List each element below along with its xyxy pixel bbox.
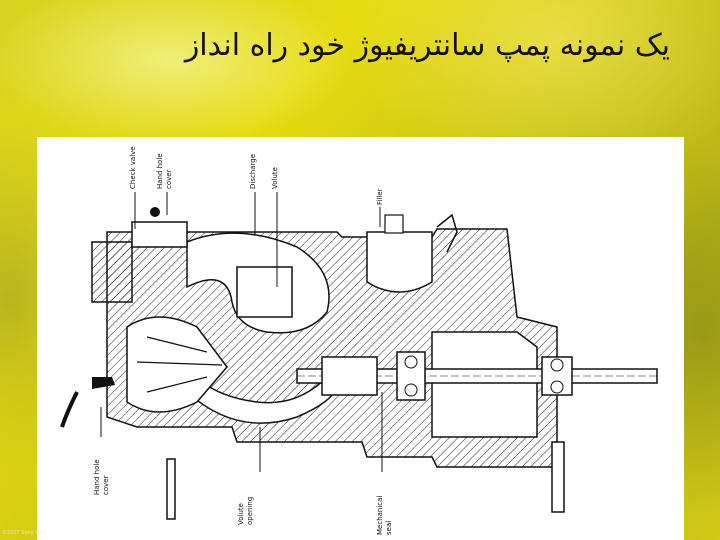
label-volute-opening-1: Volute (237, 503, 245, 525)
leader-lines (100, 192, 383, 472)
label-volute-opening-2: opening (246, 497, 254, 525)
label-discharge: Discharge (249, 154, 257, 189)
label-hand-hole-cover-bottom-2: cover (102, 475, 110, 495)
label-hand-hole-cover-top-2: cover (165, 169, 173, 189)
label-mechanical-seal-2: seal (385, 521, 393, 535)
pump-cross-section-panel: Check valve Hand hole cover Discharge Vo… (37, 137, 684, 540)
pump-cross-section-drawing: Check valve Hand hole cover Discharge Vo… (60, 146, 658, 535)
shaft (296, 351, 658, 401)
slide-title: یک نمونه پمپ سانتریفیوژ خود راه انداز (184, 28, 670, 63)
slide-footer: ©2007 Sony Co (2, 530, 42, 536)
label-check-valve: Check valve (129, 146, 137, 189)
label-mechanical-seal-1: Mechanical (376, 496, 384, 535)
label-volute: Volute (271, 167, 279, 189)
label-hand-hole-cover-bottom-1: Hand hole (93, 459, 101, 495)
label-hand-hole-cover-top-1: Hand hole (156, 153, 164, 189)
casing (60, 207, 565, 520)
label-filler: Filler (376, 188, 384, 205)
